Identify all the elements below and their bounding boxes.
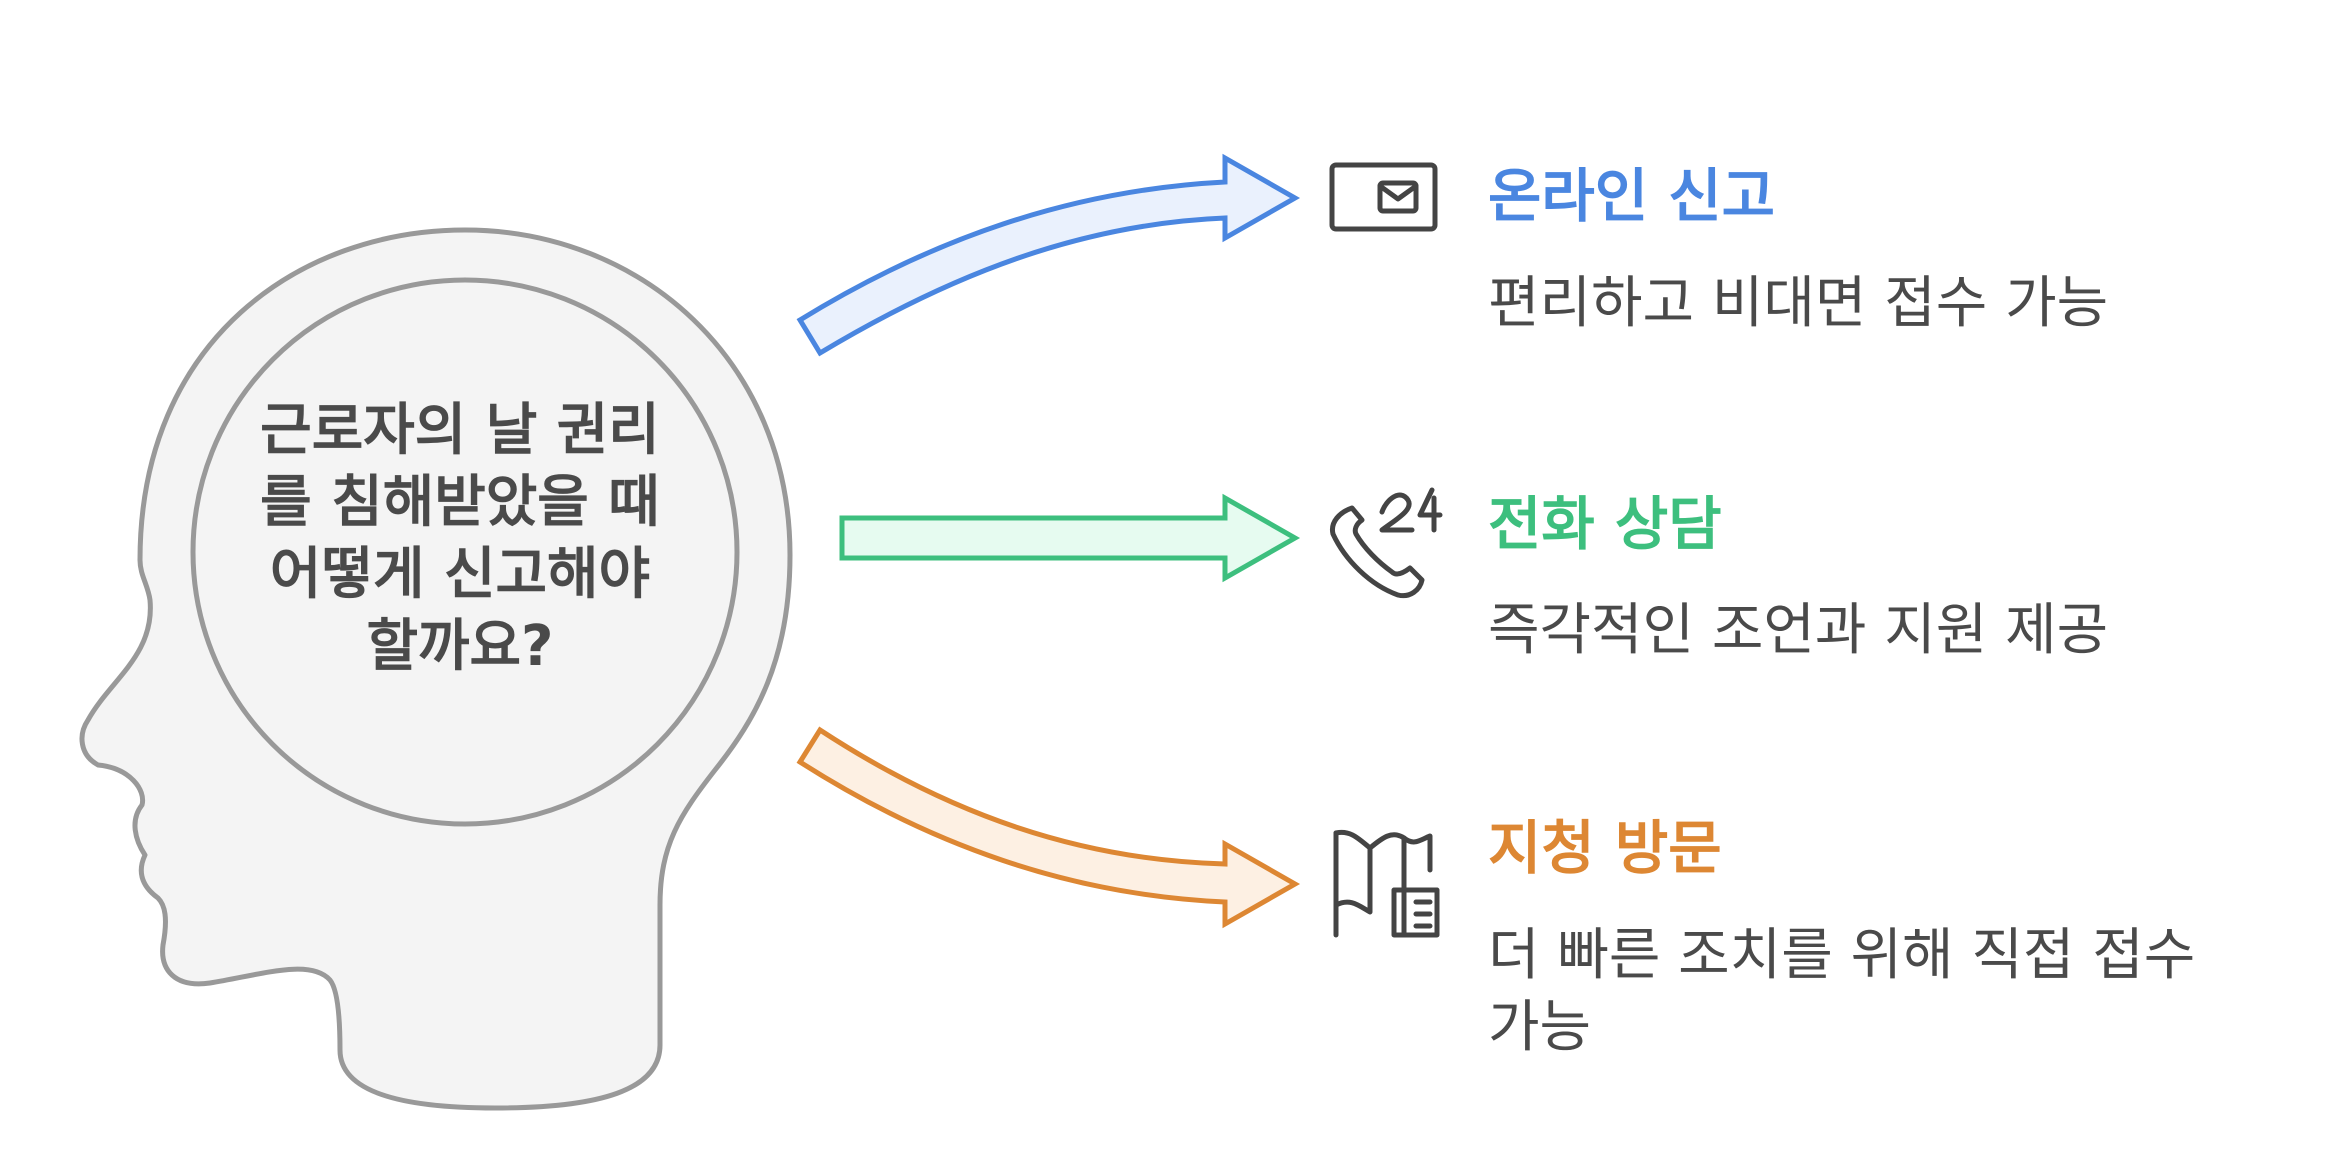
branch-visit-description: 더 빠른 조치를 위해 직접 접수 가능 [1488,920,2195,1064]
arrow-phone [842,498,1295,578]
online-report-title: 온라인 신고 [1488,160,1775,232]
question-line: 를 침해받았을 때 [225,467,695,539]
branch-visit-title: 지청 방문 [1488,812,1722,884]
question-line: 어떻게 신고해야 [225,539,695,611]
description-line: 더 빠른 조치를 위해 직접 접수 [1488,920,2195,992]
phone-24-icon [1332,490,1440,596]
description-line: 편리하고 비대면 접수 가능 [1488,268,2108,340]
arrow-visit [800,730,1295,924]
central-question: 근로자의 날 권리 를 침해받았을 때 어떻게 신고해야 할까요? [225,395,695,683]
envelope-icon [1332,165,1435,229]
description-line: 즉각적인 조언과 지원 제공 [1488,595,2108,667]
online-report-description: 편리하고 비대면 접수 가능 [1488,268,2108,340]
phone-consult-title: 전화 상담 [1488,488,1722,560]
question-line: 근로자의 날 권리 [225,395,695,467]
phone-consult-description: 즉각적인 조언과 지원 제공 [1488,595,2108,667]
description-line: 가능 [1488,992,2195,1064]
map-building-icon [1336,832,1437,935]
arrow-online [800,158,1295,353]
question-line: 할까요? [225,611,695,683]
